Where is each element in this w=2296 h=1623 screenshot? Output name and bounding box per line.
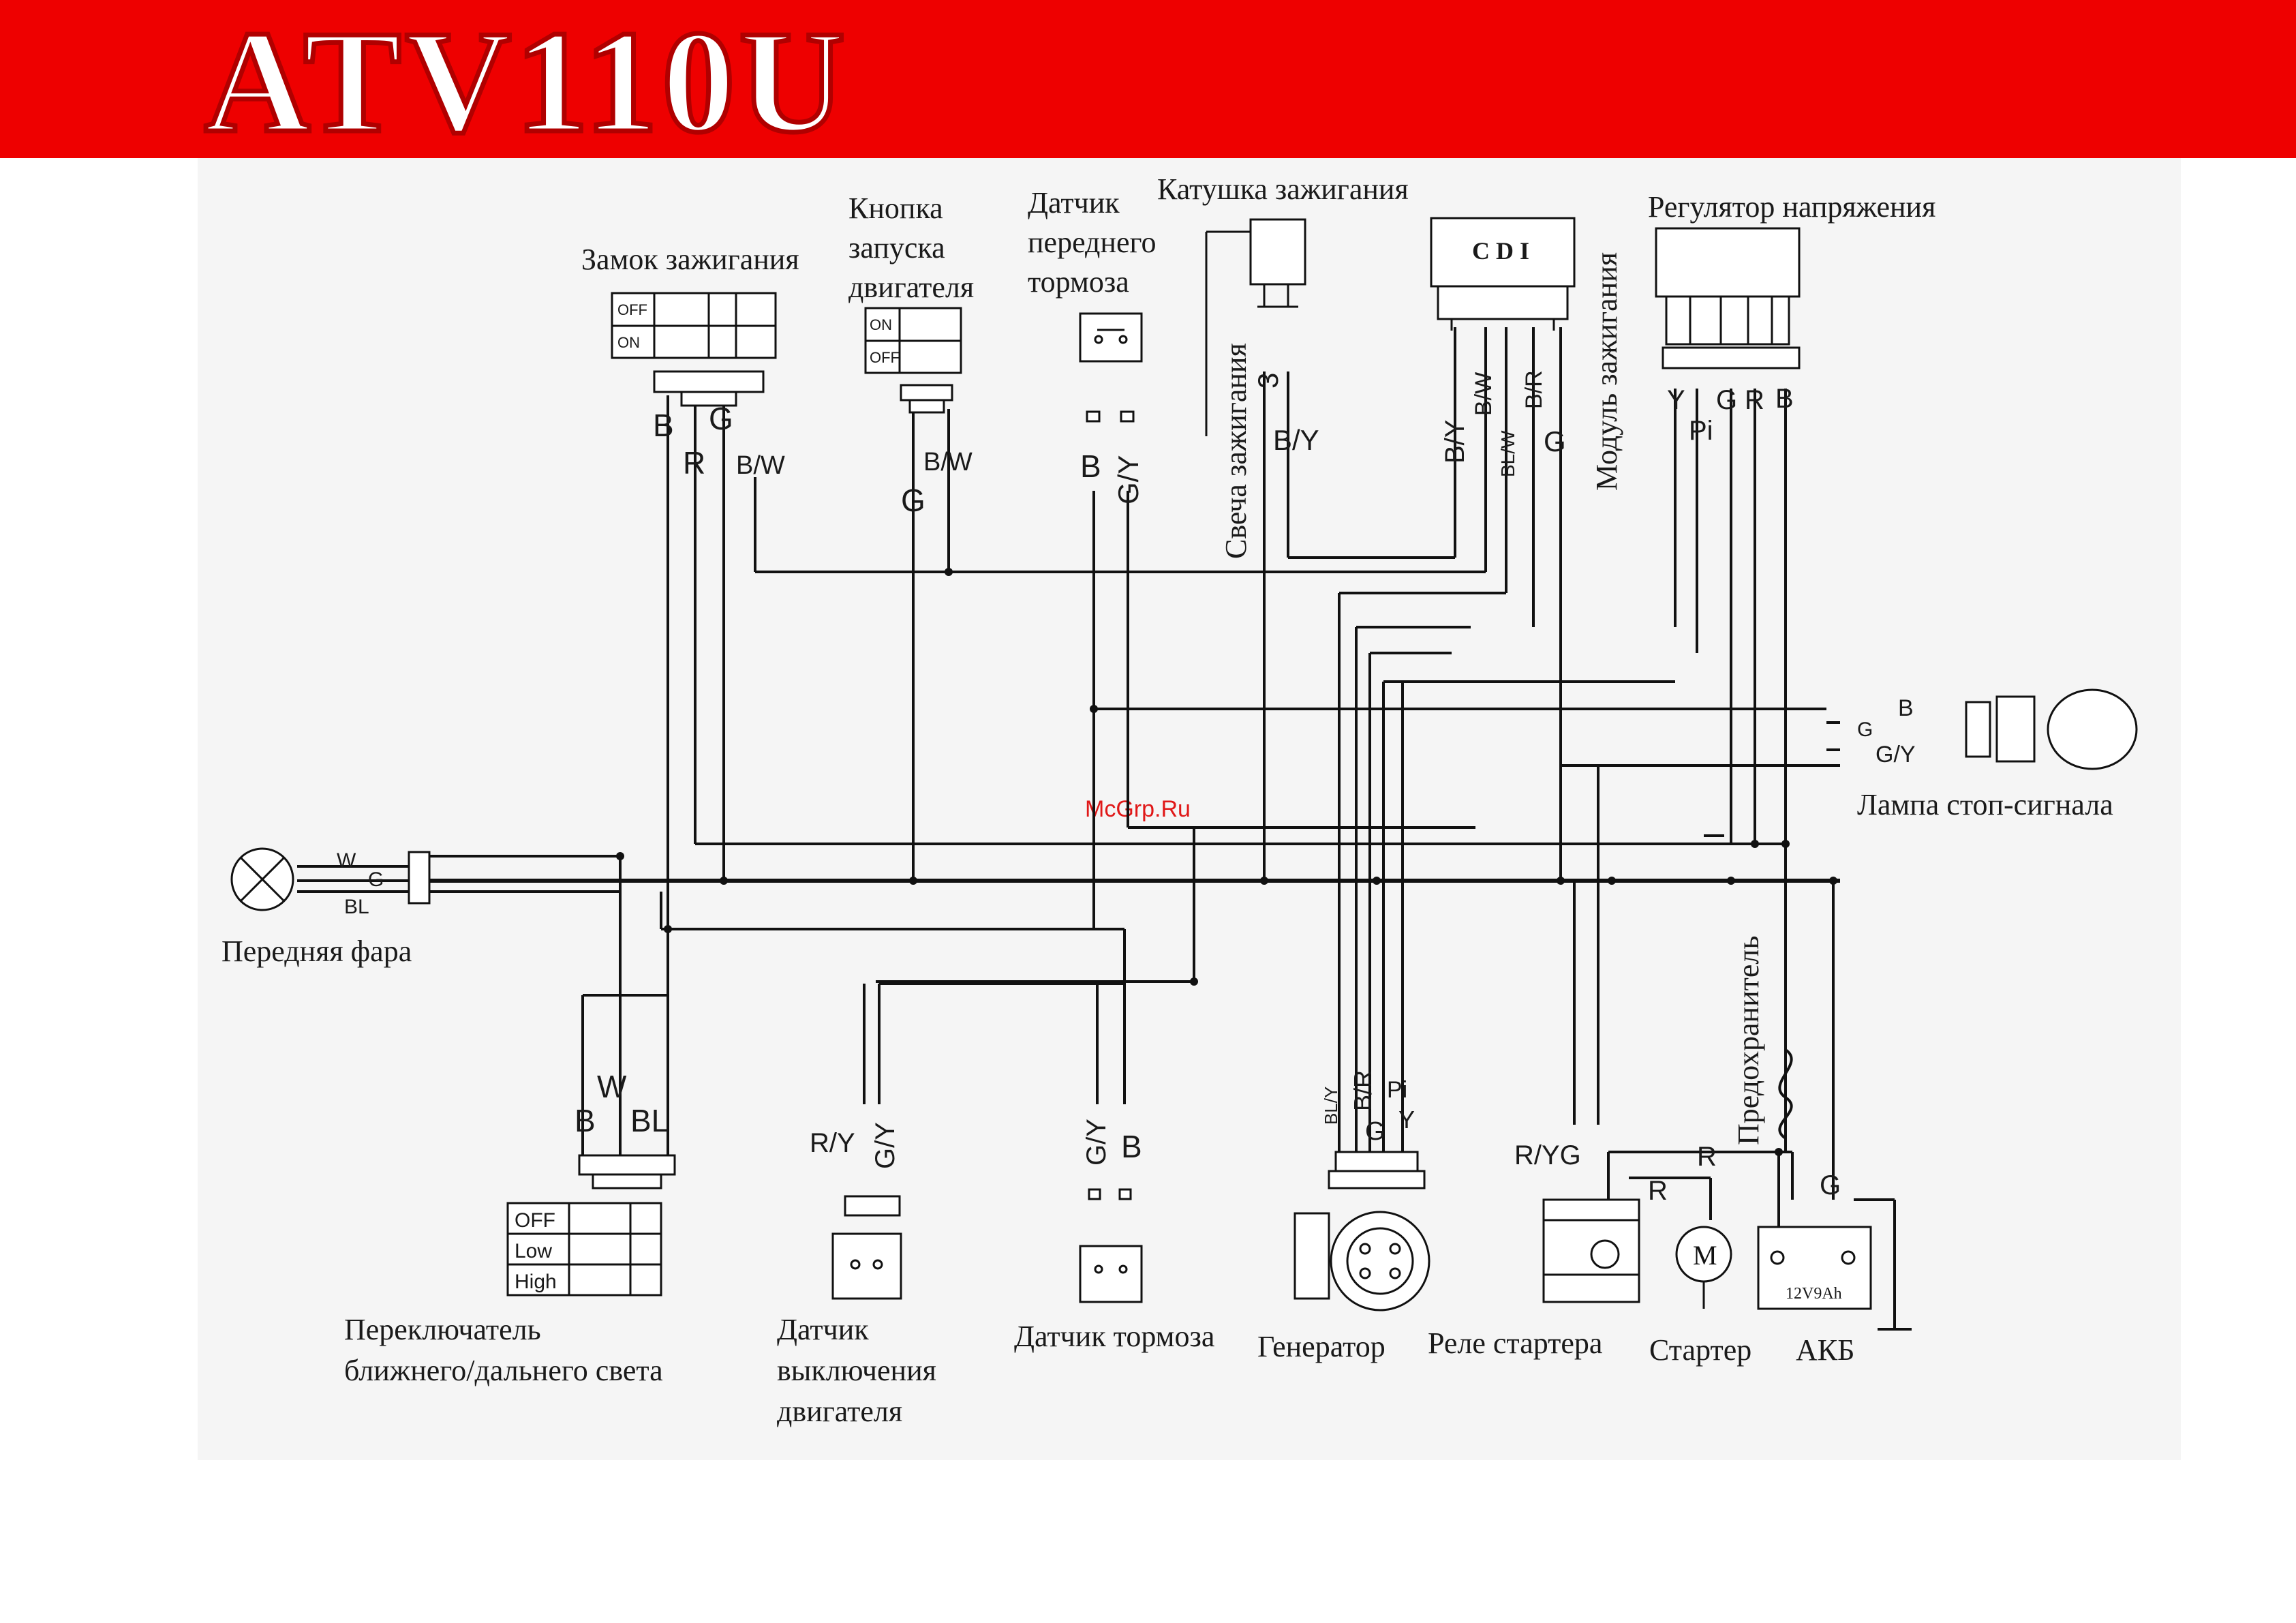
wire-label: BL/Y [1321, 1087, 1341, 1125]
dimmer-switch-label-2: ближнего/дальнего света [344, 1354, 663, 1387]
generator-label: Генератор [1257, 1330, 1386, 1363]
start-button-label-2: запуска [848, 231, 945, 264]
fuse-symbol [1778, 1048, 1793, 1140]
regulator-symbol [1655, 227, 1801, 369]
wire-label: B/W [923, 448, 973, 476]
kill-switch-symbol [831, 1195, 902, 1300]
generator-symbol [1294, 1151, 1430, 1311]
battery-label: АКБ [1796, 1333, 1854, 1367]
wire-label: G/Y [1082, 1119, 1112, 1166]
wire-label: B/R [1521, 370, 1547, 409]
wire-label: W [597, 1069, 627, 1104]
wire-label: G [1716, 385, 1737, 415]
wire-label: G/Y [1112, 455, 1144, 504]
wire-label: G [368, 868, 384, 891]
wire-label: B/Y [1273, 424, 1319, 456]
starter-label: Стартер [1649, 1333, 1751, 1367]
kill-switch-label-3: двигателя [777, 1395, 902, 1428]
button-state-off: OFF [870, 349, 900, 366]
ignition-coil-label: Катушка зажигания [1157, 172, 1409, 206]
wire-label: B [653, 408, 674, 443]
wire-label: Pi [1387, 1077, 1407, 1103]
dimmer-state-high: High [515, 1271, 557, 1293]
wire-label: Y [1398, 1106, 1415, 1134]
wire-label: R [1745, 385, 1764, 415]
front-brake-label-2: переднего [1028, 226, 1156, 259]
headlight-label: Передняя фара [221, 935, 412, 968]
wire-label: G [1857, 718, 1873, 741]
start-button-symbol [864, 307, 962, 414]
ignition-lock-symbol [611, 292, 777, 407]
fuse-label: Предохранитель [1732, 936, 1765, 1145]
wire-label: G [1365, 1117, 1386, 1146]
wire-label: B [575, 1103, 596, 1138]
cdi-block-label: C D I [1472, 237, 1529, 264]
wire-label: R [683, 445, 705, 481]
wire-label: B [1898, 695, 1914, 721]
battery-symbol [1757, 1226, 1872, 1310]
dimmer-state-off: OFF [515, 1209, 555, 1232]
wire-label: R [1697, 1142, 1717, 1172]
wire-label: Pi [1689, 416, 1713, 446]
wire-label: G/Y [1876, 742, 1916, 768]
cdi-symbol [1430, 217, 1576, 331]
wire-label: B [1121, 1129, 1142, 1164]
kill-switch-label-2: выключения [777, 1354, 936, 1387]
rear-brake-sensor-symbol [1079, 1188, 1143, 1303]
wire-label: B [1775, 384, 1794, 414]
wire-label: G [709, 401, 733, 436]
start-button-label-1: Кнопка [848, 192, 943, 225]
front-brake-sensor-symbol [1079, 312, 1143, 423]
lock-state-off: OFF [617, 301, 647, 318]
starter-relay-symbol [1542, 1198, 1640, 1303]
svg-text:M: M [1693, 1240, 1717, 1271]
dimmer-switch-label-1: Переключатель [344, 1313, 541, 1346]
wire-label: G [1820, 1170, 1841, 1200]
wire-label: Y [1667, 385, 1685, 415]
front-brake-label-1: Датчик [1028, 186, 1120, 219]
ignition-coil-symbol [1205, 218, 1306, 436]
wire-label: B/Y [1440, 420, 1470, 464]
wire-label: BL [344, 896, 369, 918]
wire-label: BL [630, 1103, 669, 1138]
wire-label: G [901, 483, 925, 518]
wires [297, 327, 1912, 1331]
dimmer-switch-symbol [506, 1154, 676, 1296]
dimmer-state-low: Low [515, 1240, 552, 1262]
kill-switch-label-1: Датчик [777, 1313, 869, 1346]
voltage-regulator-label: Регулятор напряжения [1648, 190, 1935, 224]
wire-label: B/R [1349, 1070, 1377, 1111]
wire-label: R/Y [810, 1128, 855, 1158]
start-button-label-3: двигателя [848, 271, 974, 304]
front-brake-label-3: тормоза [1028, 265, 1129, 299]
wire-label: B/W [1471, 372, 1497, 416]
wire-label: B [1080, 449, 1101, 484]
wire-label: G/Y [870, 1122, 900, 1169]
wire-label: 3 [1252, 373, 1284, 389]
wire-label: G [1544, 425, 1566, 457]
rear-brake-label: Датчик тормоза [1014, 1320, 1214, 1353]
brake-lamp-symbol [1965, 688, 2138, 770]
cdi-module-label: Модуль зажигания [1590, 252, 1623, 491]
junction-dots [616, 568, 1837, 1156]
headlight-symbol [230, 847, 431, 911]
wire-label: B/W [736, 451, 785, 480]
starter-symbol: M [1675, 1226, 1732, 1309]
brake-lamp-label: Лампа стоп-сигнала [1857, 788, 2113, 821]
starter-relay-label: Реле стартера [1428, 1326, 1602, 1360]
spark-plug-label: Свеча зажигания [1219, 343, 1253, 559]
ignition-lock-label: Замок зажигания [581, 243, 799, 276]
lock-state-on: ON [617, 334, 640, 351]
header-banner: ATV110U [0, 0, 2296, 158]
wire-label: W [337, 849, 356, 872]
wire-label: R/YG [1514, 1140, 1581, 1170]
watermark: McGrp.Ru [1085, 796, 1191, 822]
wire-label: BL/W [1497, 430, 1518, 477]
button-state-on: ON [870, 316, 892, 333]
page-title: ATV110U [202, 0, 849, 163]
battery-rating-label: 12V9Ah [1786, 1285, 1842, 1303]
wire-label: R [1648, 1176, 1668, 1206]
